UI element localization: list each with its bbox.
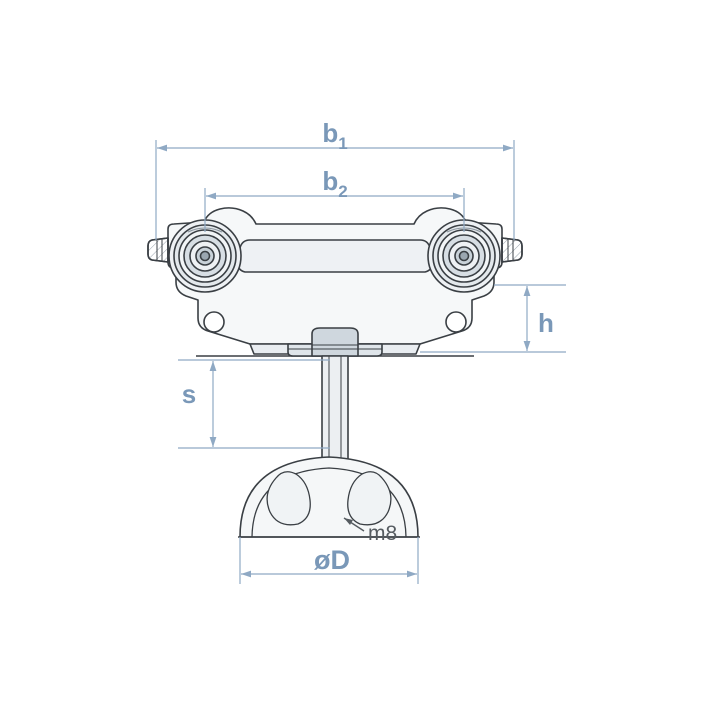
dimension-label-b2: b2	[322, 166, 347, 201]
right-bearing-boss	[427, 219, 501, 293]
bracket-upper-web	[237, 239, 433, 273]
dimension-label-D: øD	[314, 545, 350, 575]
dimension-D	[239, 537, 419, 584]
mounting-hole-left	[203, 311, 225, 333]
dimension-label-s: s	[182, 379, 196, 409]
swivel-raceway-hub	[311, 327, 359, 357]
dome-lobe-left	[266, 471, 311, 526]
dome-pad-inner-arc	[251, 467, 407, 538]
dimension-label-h: h	[538, 308, 554, 338]
annotation-m8-leader	[343, 517, 365, 532]
caster-bracket-geometry	[147, 207, 523, 538]
dimension-s	[178, 359, 330, 449]
dome-lobe-right	[347, 471, 392, 526]
annotation-m8-text: m8	[368, 522, 397, 545]
left-side-tab	[147, 237, 169, 263]
mounting-hole-right	[445, 311, 467, 333]
left-bearing-boss	[168, 219, 242, 293]
dimension-b2	[204, 188, 465, 232]
stem-shaft	[321, 355, 349, 467]
right-side-tab	[501, 237, 523, 263]
dimension-b1	[155, 140, 515, 240]
dimension-label-b1: b1	[322, 118, 347, 153]
dimension-h	[420, 284, 566, 353]
